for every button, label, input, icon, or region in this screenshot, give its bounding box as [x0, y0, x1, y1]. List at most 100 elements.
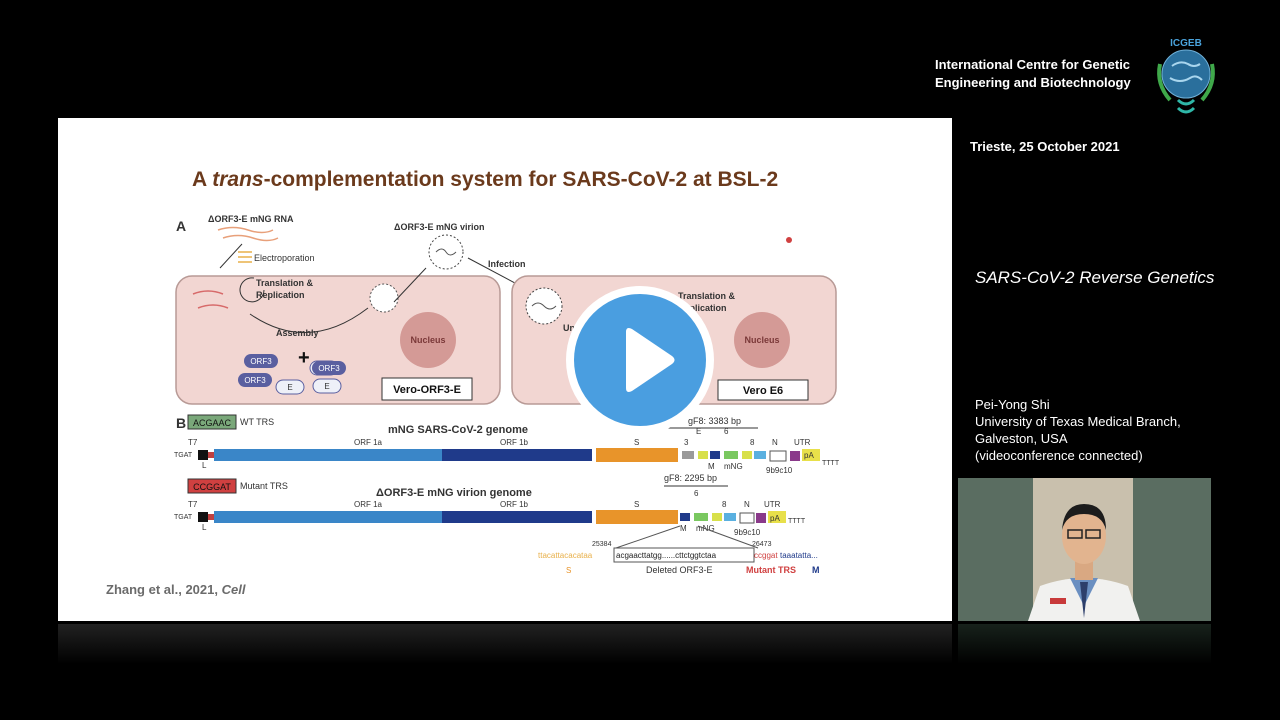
- nucleus-left: [400, 312, 456, 368]
- genome2-orf1a: [214, 511, 442, 523]
- speaker-note: (videoconference connected): [975, 448, 1143, 463]
- cell-left-label: Vero-ORF3-E: [393, 384, 461, 396]
- translation-left: Translation &: [256, 278, 314, 288]
- svg-text:ORF3: ORF3: [250, 357, 272, 366]
- svg-text:pA: pA: [804, 451, 814, 460]
- org-name-line1: International Centre for Genetic: [935, 57, 1131, 72]
- panel-b-label: B: [176, 415, 186, 431]
- svg-text:TGAT: TGAT: [174, 514, 193, 521]
- infection-label: Infection: [488, 259, 526, 269]
- svg-text:6: 6: [694, 489, 699, 498]
- genome1-orf1b: [442, 449, 592, 461]
- event-date: Trieste, 25 October 2021: [970, 139, 1120, 154]
- svg-text:N: N: [772, 438, 778, 447]
- genome2-s: [596, 510, 678, 524]
- svg-text:acgaacttatgg......cttctggtctaa: acgaacttatgg......cttctggtctaa: [616, 551, 717, 560]
- svg-text:ORF 1a: ORF 1a: [354, 438, 383, 447]
- panel-a-label: A: [176, 218, 186, 234]
- svg-text:S: S: [566, 566, 571, 575]
- wt-trs-box: ACGAAC: [193, 418, 232, 428]
- svg-text:M: M: [680, 524, 687, 533]
- speaker-webcam: [958, 478, 1211, 621]
- svg-text:UTR: UTR: [794, 438, 811, 447]
- icgeb-logo: ICGEB: [1150, 34, 1222, 118]
- svg-text:8: 8: [722, 500, 727, 509]
- gf8-1-label: gF8: 3383 bp: [688, 416, 741, 426]
- svg-text:ccggat: ccggat: [754, 551, 778, 560]
- genome2-title: ΔORF3-E mNG virion genome: [376, 487, 532, 499]
- cell-right-label: Vero E6: [743, 385, 783, 397]
- svg-text:M: M: [708, 462, 715, 471]
- svg-text:ORF3: ORF3: [318, 364, 340, 373]
- webcam-reflection: [958, 624, 1211, 664]
- electroporation-label: Electroporation: [254, 253, 315, 263]
- logo-text: ICGEB: [1170, 38, 1202, 49]
- svg-text:S: S: [634, 500, 639, 509]
- play-button[interactable]: [566, 286, 714, 434]
- replication-right: Replication: [678, 303, 727, 313]
- svg-text:3: 3: [684, 438, 689, 447]
- svg-text:ORF 1a: ORF 1a: [354, 500, 383, 509]
- svg-text:T7: T7: [188, 500, 198, 509]
- svg-text:Mutant TRS: Mutant TRS: [746, 565, 796, 575]
- speaker-location: Galveston, USA: [975, 431, 1068, 446]
- svg-text:UTR: UTR: [764, 500, 781, 509]
- mut-trs-box: CCGGAT: [193, 482, 231, 492]
- svg-text:Nucleus: Nucleus: [744, 335, 779, 345]
- genome1-s: [596, 448, 678, 462]
- svg-text:TTTT: TTTT: [788, 518, 806, 525]
- svg-text:taaatatta...: taaatatta...: [780, 551, 818, 560]
- org-name-line2: Engineering and Biotechnology: [935, 75, 1131, 90]
- assembly-label: Assembly: [276, 328, 319, 338]
- plus-sign: +: [298, 347, 310, 369]
- mut-trs-label: Mutant TRS: [240, 481, 288, 491]
- svg-text:E: E: [696, 427, 701, 436]
- presentation-slide: A trans-complementation system for SARS-…: [58, 118, 952, 621]
- svg-text:6: 6: [724, 427, 729, 436]
- rna-label: ΔORF3-E mNG RNA: [208, 214, 294, 224]
- svg-text:L: L: [202, 461, 207, 470]
- svg-text:S: S: [634, 438, 639, 447]
- svg-text:pA: pA: [770, 514, 780, 523]
- org-name: International Centre for Genetic Enginee…: [935, 56, 1131, 92]
- speaker-name: Pei-Yong Shi: [975, 397, 1050, 412]
- svg-text:ttacattacacataa: ttacattacacataa: [538, 551, 593, 560]
- virion-label: ΔORF3-E mNG virion: [394, 222, 484, 232]
- svg-text:8: 8: [750, 438, 755, 447]
- uncoating-label: Un: [563, 323, 575, 333]
- wt-trs-label: WT TRS: [240, 417, 274, 427]
- svg-text:ORF3: ORF3: [244, 376, 266, 385]
- speaker-affiliation: University of Texas Medical Branch,: [975, 414, 1181, 429]
- gf8-2-label: gF8: 2295 bp: [664, 473, 717, 483]
- cell-left: [175, 275, 501, 405]
- speaker-info: Pei-Yong Shi University of Texas Medical…: [975, 396, 1181, 464]
- svg-text:N: N: [744, 500, 750, 509]
- svg-text:9b9c10: 9b9c10: [766, 466, 793, 475]
- svg-text:25384: 25384: [592, 541, 612, 548]
- slide-figure: A trans-complementation system for SARS-…: [106, 168, 840, 597]
- svg-text:L: L: [202, 523, 207, 532]
- play-triangle-icon: [626, 328, 675, 392]
- svg-text:E: E: [287, 383, 292, 392]
- svg-text:Nucleus: Nucleus: [410, 335, 445, 345]
- replication-left: Replication: [256, 290, 305, 300]
- svg-text:mNG: mNG: [724, 462, 743, 471]
- svg-text:9b9c10: 9b9c10: [734, 528, 761, 537]
- slide-title: A trans-complementation system for SARS-…: [192, 168, 778, 191]
- citation: Zhang et al., 2021, Cell: [106, 582, 246, 597]
- svg-text:TTTT: TTTT: [822, 460, 840, 467]
- genome2-orf1b: [442, 511, 592, 523]
- play-button-circle[interactable]: [574, 294, 706, 426]
- genome1-title: mNG SARS-CoV-2 genome: [388, 424, 528, 436]
- slide-reflection: [58, 624, 952, 664]
- svg-text:T7: T7: [188, 438, 198, 447]
- svg-text:ORF 1b: ORF 1b: [500, 500, 529, 509]
- svg-text:M: M: [812, 565, 820, 575]
- deleted-label: Deleted ORF3-E: [646, 565, 713, 575]
- svg-text:TGAT: TGAT: [174, 452, 193, 459]
- svg-text:ORF 1b: ORF 1b: [500, 438, 529, 447]
- talk-title: SARS-CoV-2 Reverse Genetics: [975, 268, 1215, 287]
- svg-text:E: E: [324, 382, 329, 391]
- nucleus-right: [734, 312, 790, 368]
- svg-text:26473: 26473: [752, 541, 772, 548]
